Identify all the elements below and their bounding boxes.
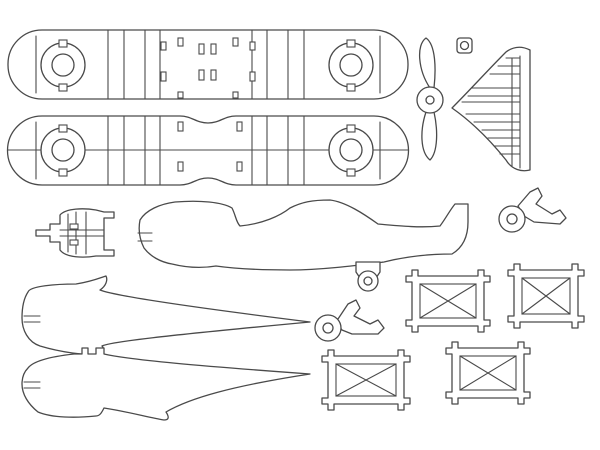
fuselage bbox=[137, 199, 469, 271]
strut-frame-2 bbox=[507, 263, 585, 329]
lower-wing bbox=[6, 115, 410, 186]
landing-gear-right bbox=[498, 187, 567, 233]
tail-wheel bbox=[355, 261, 381, 292]
fuselage-side-top bbox=[21, 275, 311, 356]
strut-frame-4 bbox=[445, 341, 531, 405]
propeller bbox=[416, 37, 444, 161]
landing-gear-left bbox=[314, 299, 385, 342]
tailplane bbox=[451, 46, 531, 172]
propeller-hub-disc bbox=[456, 37, 473, 54]
upper-wing-right-engine-mount bbox=[328, 39, 374, 92]
upper-wing bbox=[7, 29, 409, 100]
fuselage-side-bottom bbox=[21, 347, 311, 421]
upper-wing-slots bbox=[160, 37, 256, 99]
strut-frame-3 bbox=[321, 349, 411, 411]
strut-frame-1 bbox=[405, 269, 491, 333]
lower-wing-left-engine-mount bbox=[40, 124, 86, 177]
lower-wing-right-engine-mount bbox=[328, 124, 374, 177]
lower-wing-slots bbox=[177, 121, 243, 172]
upper-wing-left-engine-mount bbox=[40, 39, 86, 92]
engine-cowl bbox=[35, 208, 115, 258]
